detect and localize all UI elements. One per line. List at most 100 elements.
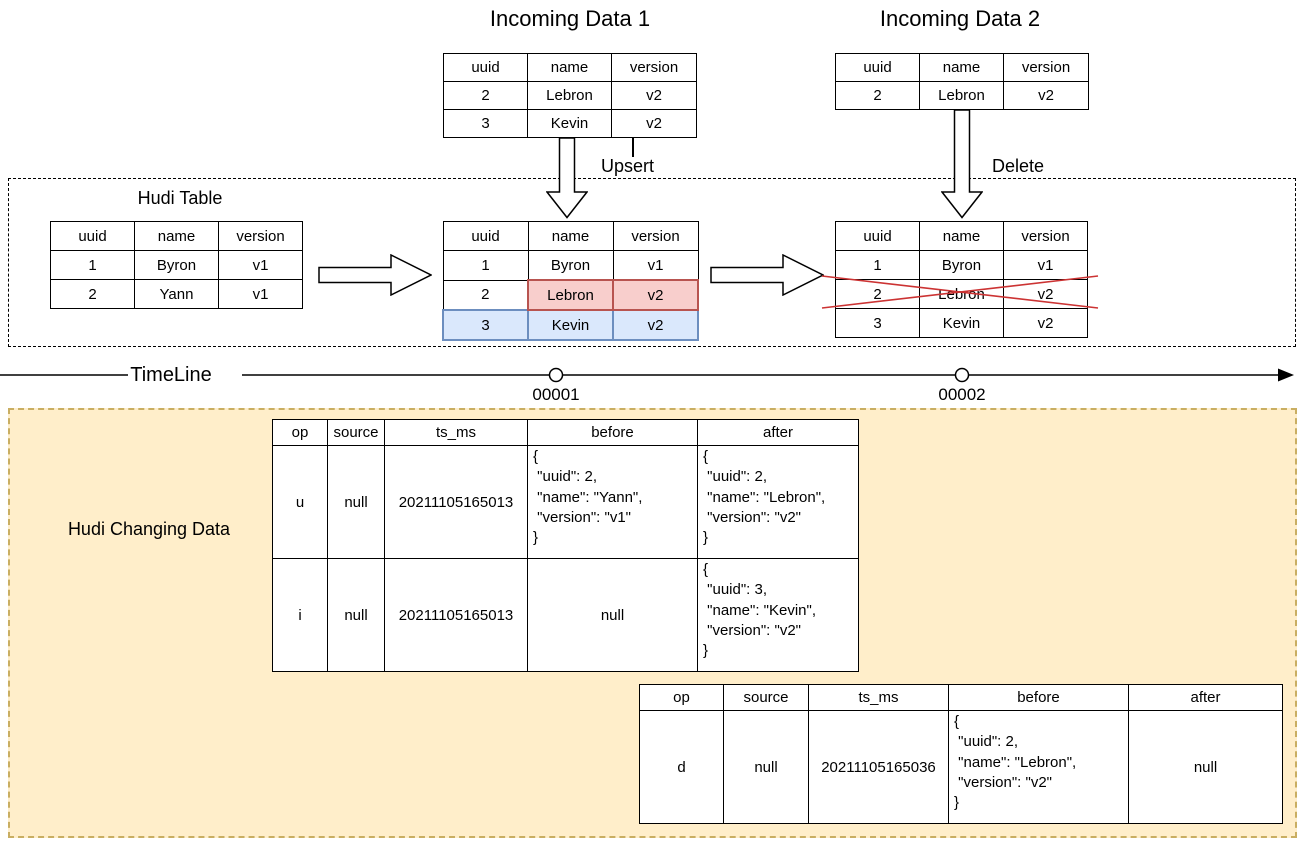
table-cell: 2 — [443, 81, 528, 110]
column-header: uuid — [835, 53, 920, 82]
after-cell: { "uuid": 3, "name": "Kevin", "version":… — [697, 558, 859, 672]
table-row: 1 Byron v1 — [835, 250, 1088, 280]
table-cell: v2 — [611, 81, 697, 110]
table-row: 3 Kevin v2 — [443, 109, 697, 138]
table-cell-inserted: 3 — [442, 309, 529, 341]
ts-cell: 20211105165036 — [808, 710, 949, 824]
column-header: before — [948, 684, 1129, 711]
upsert-label: Upsert — [601, 156, 655, 176]
hudi-table-label: Hudi Table — [137, 188, 223, 208]
hudi-table-initial: uuid name version 1 Byron v1 2 Yann v1 — [50, 221, 303, 309]
source-cell: null — [327, 558, 385, 672]
table-cell: v1 — [218, 250, 303, 280]
column-header: source — [327, 419, 385, 446]
hudi-changing-data-label: Hudi Changing Data — [67, 519, 231, 539]
column-header: version — [218, 221, 303, 251]
table-cell: v1 — [218, 279, 303, 309]
table-header-row: uuid name version — [835, 221, 1088, 251]
op-cell: i — [272, 558, 328, 672]
column-header: name — [134, 221, 219, 251]
column-header: name — [919, 221, 1004, 251]
table-header-row: op source ts_ms before after — [639, 684, 1283, 711]
incoming-data-1-table: uuid name version 2 Lebron v2 3 Kevin v2 — [443, 53, 697, 138]
incoming-data-2-table: uuid name version 2 Lebron v2 — [835, 53, 1089, 110]
table-row-updated: 2 Lebron v2 — [442, 279, 699, 311]
column-header: op — [272, 419, 328, 446]
right-arrow — [710, 254, 824, 296]
after-cell: null — [1128, 710, 1283, 824]
before-cell: null — [527, 558, 698, 672]
column-header: uuid — [50, 221, 135, 251]
before-cell: { "uuid": 2, "name": "Lebron", "version"… — [948, 710, 1129, 824]
column-header: version — [612, 221, 699, 251]
table-cell: Kevin — [919, 308, 1004, 338]
column-header: version — [611, 53, 697, 82]
column-header: uuid — [442, 221, 529, 251]
column-header: uuid — [443, 53, 528, 82]
deleted-row-cross-icon — [821, 275, 1099, 309]
table-header-row: uuid name version — [443, 53, 697, 82]
cdc-row-insert: i null 20211105165013 null { "uuid": 3, … — [272, 558, 859, 672]
column-header: ts_ms — [808, 684, 949, 711]
column-header: version — [1003, 53, 1089, 82]
column-header: ts_ms — [384, 419, 528, 446]
column-header: name — [527, 221, 614, 251]
column-header: source — [723, 684, 809, 711]
column-header: op — [639, 684, 724, 711]
commit-1-label: 00001 — [532, 385, 580, 404]
table-cell: v2 — [611, 109, 697, 138]
column-header: version — [1003, 221, 1088, 251]
table-cell: Kevin — [527, 109, 612, 138]
table-row: 2 Lebron v2 — [443, 81, 697, 110]
table-row: 1 Byron v1 — [442, 250, 699, 281]
table-cell: Lebron — [527, 81, 612, 110]
table-cell: 1 — [442, 250, 529, 281]
hudi-table-after-upsert: uuid name version 1 Byron v1 2 Lebron v2… — [442, 221, 699, 341]
incoming-data-1-title: Incoming Data 1 — [489, 6, 651, 31]
table-cell: 1 — [50, 250, 135, 280]
table-cell: 2 — [50, 279, 135, 309]
op-cell: d — [639, 710, 724, 824]
table-row: 1 Byron v1 — [50, 250, 303, 280]
table-cell: 2 — [442, 279, 529, 311]
cdc-row-delete: d null 20211105165036 { "uuid": 2, "name… — [639, 710, 1283, 824]
table-cell: 3 — [443, 109, 528, 138]
after-cell: { "uuid": 2, "name": "Lebron", "version"… — [697, 445, 859, 559]
ts-cell: 20211105165013 — [384, 445, 528, 559]
before-cell: { "uuid": 2, "name": "Yann", "version": … — [527, 445, 698, 559]
table-row-inserted: 3 Kevin v2 — [442, 309, 699, 341]
table-row: 3 Kevin v2 — [835, 308, 1088, 338]
table-cell: v2 — [1003, 308, 1088, 338]
column-header: before — [527, 419, 698, 446]
commit-2-label: 00002 — [938, 385, 986, 404]
upsert-label-connector — [632, 137, 634, 157]
table-cell: v2 — [1003, 279, 1088, 309]
cdc-row-update: u null 20211105165013 { "uuid": 2, "name… — [272, 445, 859, 559]
table-cell: v2 — [1003, 81, 1089, 110]
table-cell: 3 — [835, 308, 920, 338]
ts-cell: 20211105165013 — [384, 558, 528, 672]
table-cell-inserted: v2 — [612, 309, 699, 341]
table-header-row: op source ts_ms before after — [272, 419, 859, 446]
hudi-table-after-delete: uuid name version 1 Byron v1 2 Lebron v2… — [835, 221, 1088, 338]
commit-marker-2 — [954, 367, 970, 383]
table-cell: Byron — [527, 250, 614, 281]
table-cell: Yann — [134, 279, 219, 309]
upsert-down-arrow — [546, 137, 588, 219]
table-cell: 1 — [835, 250, 920, 280]
incoming-data-2-title: Incoming Data 2 — [879, 6, 1041, 31]
table-row-deleted: 2 Lebron v2 — [835, 279, 1088, 309]
commit-marker-1 — [548, 367, 564, 383]
column-header: name — [527, 53, 612, 82]
column-header: after — [1128, 684, 1283, 711]
table-cell-updated: v2 — [612, 279, 699, 311]
cdc-table-commit2: op source ts_ms before after d null 2021… — [639, 684, 1283, 824]
table-cell-inserted: Kevin — [527, 309, 614, 341]
cdc-table-commit1: op source ts_ms before after u null 2021… — [272, 419, 859, 672]
table-cell-updated: Lebron — [527, 279, 614, 311]
table-cell: v1 — [612, 250, 699, 281]
table-row: 2 Yann v1 — [50, 279, 303, 309]
table-header-row: uuid name version — [50, 221, 303, 251]
hudi-table-section-box — [8, 178, 1296, 347]
